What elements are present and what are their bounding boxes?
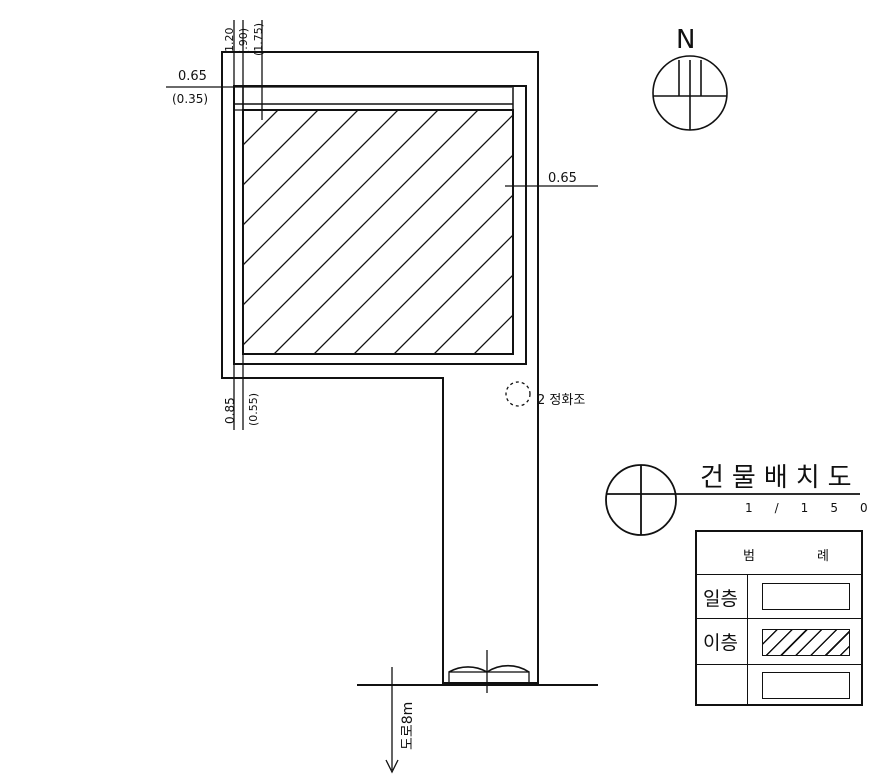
legend-row bbox=[697, 664, 861, 705]
legend-swatch-plain bbox=[762, 583, 850, 610]
septic-tank-icon bbox=[505, 381, 531, 407]
gate-right-swing-icon bbox=[486, 664, 530, 673]
building-inner-outline bbox=[242, 109, 514, 355]
gate-left-swing-icon bbox=[448, 666, 488, 673]
legend-table: 범 례 일층 이층 bbox=[695, 530, 863, 706]
legend-header: 범 례 bbox=[697, 532, 861, 574]
legend-column-divider bbox=[747, 574, 748, 704]
legend-row: 이층 bbox=[697, 618, 861, 665]
site-boundary bbox=[221, 51, 539, 684]
road-label: 도로8m bbox=[400, 702, 416, 750]
dim-label-right: 0.65 bbox=[548, 171, 577, 186]
entrance-gate-frame bbox=[448, 671, 530, 684]
road-arrow-icon bbox=[385, 759, 399, 774]
drawing-scale: 1/150 bbox=[745, 501, 873, 515]
dim-label-bottom-2: (0.55) bbox=[247, 393, 260, 426]
drawing-title: 건물배치도 bbox=[700, 463, 860, 493]
septic-tank-label: 2 정화조 bbox=[537, 393, 585, 408]
dim-label-left-top-2: (0.35) bbox=[172, 92, 208, 106]
dim-label-top-1: 1.20 bbox=[223, 28, 236, 53]
legend-label-first-floor: 일층 bbox=[703, 588, 738, 610]
legend-swatch-plain bbox=[762, 672, 850, 699]
second-floor-hatch bbox=[243, 110, 513, 354]
north-label: N bbox=[676, 25, 695, 55]
dim-label-top-3: (1.75) bbox=[252, 23, 265, 56]
dim-label-top-2: (.90) bbox=[237, 28, 250, 54]
north-arrow-icon bbox=[652, 55, 728, 131]
dim-label-left-top: 0.65 bbox=[178, 69, 207, 84]
legend-swatch-hatched bbox=[762, 629, 850, 656]
dim-label-bottom: 0.85 bbox=[223, 397, 237, 424]
legend-header-char-2: 례 bbox=[817, 549, 829, 564]
title-symbol-icon bbox=[605, 464, 860, 536]
legend-label-second-floor: 이층 bbox=[703, 632, 738, 654]
legend-header-char-1: 범 bbox=[743, 549, 755, 564]
legend-row: 일층 bbox=[697, 574, 861, 619]
building-outline bbox=[233, 85, 527, 365]
